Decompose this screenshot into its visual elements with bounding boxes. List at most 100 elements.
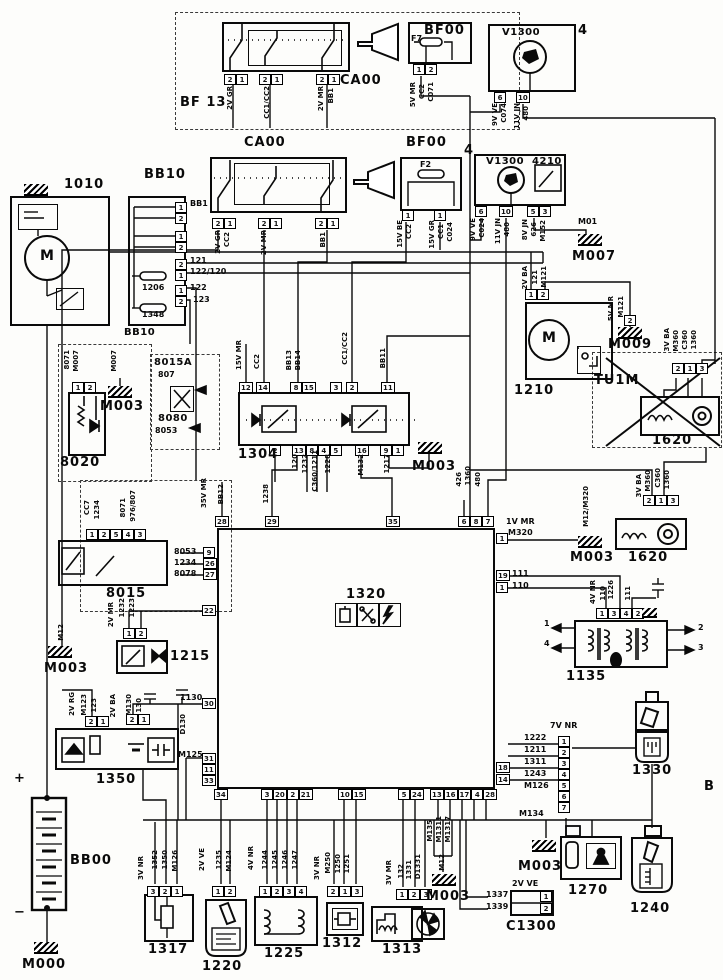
pin-cell: 1 bbox=[328, 74, 340, 85]
wire-label: 15V GR bbox=[428, 220, 436, 249]
c1320-icon-wrench-cell bbox=[357, 603, 379, 627]
pin-cell: 1 bbox=[259, 886, 271, 897]
pin-cell: 24 bbox=[410, 789, 424, 800]
wire-label: D130 bbox=[179, 714, 187, 735]
pin-connector: 10 bbox=[516, 92, 530, 103]
c8020-label: 8020 bbox=[60, 455, 101, 470]
wire-label: M125 bbox=[178, 750, 203, 759]
pin-cell: 3 bbox=[351, 886, 363, 897]
pin-cell: 10 bbox=[338, 789, 352, 800]
wire-label: 1232 bbox=[118, 598, 126, 618]
wire-label: 132 bbox=[397, 864, 405, 879]
wire-label: M007 bbox=[72, 350, 80, 372]
pin-cell: 3 bbox=[667, 495, 679, 506]
wire-label: 5V MR bbox=[607, 296, 615, 322]
wire-label: 7V NR bbox=[550, 721, 578, 730]
c1010-label: 1010 bbox=[64, 177, 105, 192]
pin-cell: 2 bbox=[175, 259, 187, 270]
wire-label: CC1/CC2 bbox=[341, 332, 349, 365]
pin-connector: 2 bbox=[346, 382, 358, 393]
pin-cell: 16 bbox=[443, 789, 458, 800]
pin-cell: 2 bbox=[84, 382, 96, 393]
wire-label: C071 bbox=[427, 82, 435, 102]
pin-connector: 9 bbox=[203, 547, 215, 558]
pin-cell: 7 bbox=[558, 802, 570, 813]
m007-ground bbox=[578, 234, 602, 246]
wire-label: CC2 bbox=[405, 224, 413, 240]
wire-label: M121 bbox=[617, 296, 625, 318]
wire-label: 8071 bbox=[63, 350, 71, 370]
wire-label: 1234 bbox=[174, 558, 197, 567]
wire-label: M124 bbox=[225, 850, 233, 872]
pin-cell: 2 bbox=[271, 886, 283, 897]
wire-label: 1360 bbox=[690, 330, 698, 350]
pin-cell: 3 bbox=[283, 886, 295, 897]
wire-label: BB1 bbox=[327, 88, 335, 104]
wire-label: 1360 bbox=[464, 466, 472, 486]
wire-label: 4 bbox=[578, 23, 589, 38]
wire-label: 111 bbox=[512, 569, 529, 578]
pin-cell: 2 bbox=[537, 289, 549, 300]
wire-label: M126 bbox=[524, 781, 549, 790]
pin-cell: 2 bbox=[540, 903, 552, 914]
bf00-1-label: BF00 bbox=[424, 23, 465, 38]
pin-cell: 9 bbox=[203, 547, 215, 558]
wire-label: C074 bbox=[500, 103, 508, 123]
pin-connector: 2 bbox=[175, 296, 187, 307]
pin-cell: 1 bbox=[496, 533, 508, 544]
wire-label: 2V RG bbox=[68, 692, 76, 716]
pin-cell: 4 bbox=[558, 769, 570, 780]
wire-label: 1331 bbox=[405, 860, 413, 880]
wire-label: + bbox=[14, 771, 26, 786]
pin-connector: 34 bbox=[214, 789, 228, 800]
wire-label: 2V MR bbox=[317, 86, 325, 112]
wire-label: F7 bbox=[411, 34, 423, 43]
wire-label: CC7 bbox=[83, 500, 91, 516]
wire-label: M360 bbox=[644, 470, 652, 492]
m009-ground bbox=[618, 327, 642, 339]
m003-e-label: M003 bbox=[426, 889, 471, 904]
pin-cell: 2 bbox=[98, 529, 110, 540]
wire-label: 426 bbox=[455, 472, 463, 487]
pin-connector: 2 bbox=[175, 242, 187, 253]
pin-cell: 5 bbox=[398, 789, 410, 800]
c8015-label: 8015 bbox=[106, 586, 147, 601]
wire-label: 3V BA bbox=[635, 474, 643, 498]
wire-label: 15V BE bbox=[396, 220, 404, 248]
pin-cell: 2 bbox=[224, 74, 236, 85]
pin-cell: 1 bbox=[224, 218, 236, 229]
wire-label: M126 bbox=[171, 850, 179, 872]
pin-connector: 1 bbox=[540, 891, 552, 902]
pin-cell: 28 bbox=[483, 789, 497, 800]
pin-connector: 11 bbox=[202, 764, 216, 775]
wire-label: BB11 bbox=[379, 348, 387, 369]
c1313-label: 1313 bbox=[382, 942, 423, 957]
pin-connector: 1 bbox=[175, 270, 187, 281]
c1300-label: C1300 bbox=[506, 919, 557, 934]
wire-label: 1250 bbox=[334, 854, 342, 874]
wire-label: 8V JN bbox=[521, 219, 529, 241]
pin-cell: 1 bbox=[72, 382, 84, 393]
pin-cell: 4 bbox=[620, 608, 632, 619]
wire-label: CC2 bbox=[418, 84, 426, 100]
bf00-2-outline bbox=[400, 157, 462, 211]
pin-cell: 2 bbox=[425, 64, 437, 75]
wire-label: 807 bbox=[158, 370, 175, 379]
wire-label: 122 bbox=[190, 283, 207, 292]
wire-label: 3V NR bbox=[313, 856, 321, 880]
pin-connector: 2 bbox=[175, 259, 187, 270]
wire-label: 1130 bbox=[180, 693, 203, 702]
pin-connector: 1 bbox=[175, 285, 187, 296]
v1300-2-outline bbox=[474, 154, 566, 206]
wire-label: 1339 bbox=[486, 902, 509, 911]
pin-cell: 4 bbox=[295, 886, 307, 897]
pin-cell: 19 bbox=[496, 570, 510, 581]
pin-cell: 5 bbox=[329, 445, 342, 456]
